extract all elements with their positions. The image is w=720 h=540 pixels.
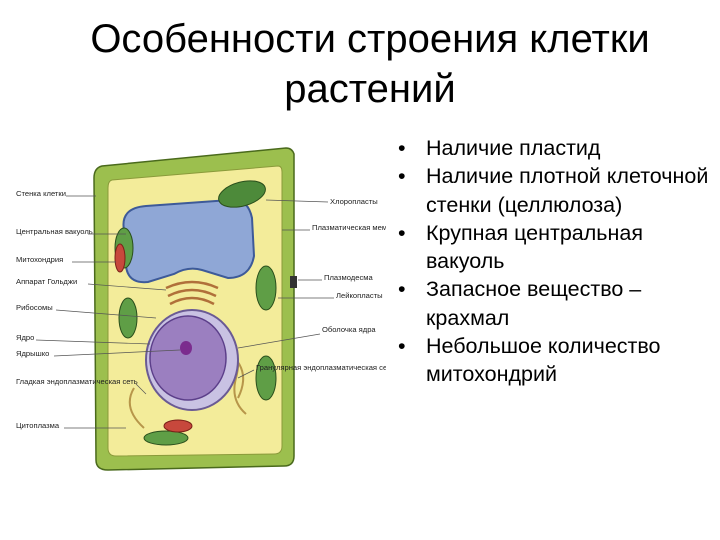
list-item-text: Крупная центральная вакуоль	[426, 220, 643, 274]
chloroplast	[218, 180, 266, 208]
label-mitochondrion: Митохондрия	[16, 255, 63, 264]
list-item-text: Небольшое количество митохондрий	[426, 334, 661, 387]
list-item-text: Наличие плотной клеточной стенки (целлюл…	[426, 164, 709, 217]
nucleolus	[180, 341, 192, 355]
list-item: • Крупная центральная вакуоль	[392, 219, 712, 276]
chloroplast	[255, 355, 277, 401]
bullet-icon: •	[398, 334, 406, 359]
chloroplast	[143, 430, 189, 446]
label-leucoplasts: Лейкопласты	[336, 291, 383, 300]
list-item: • Наличие плотной клеточной стенки (целлю…	[392, 162, 712, 219]
list-item-text: Наличие пластид	[426, 136, 601, 160]
list-item: • Небольшое количество митохондрий	[392, 332, 712, 389]
bullet-icon: •	[398, 164, 406, 189]
mitochondrion	[114, 243, 126, 273]
bullet-icon: •	[398, 136, 406, 160]
labels-left: Стенка клетки Центральная вакуоль Митохо…	[16, 189, 181, 430]
list-item-text: Запасное вещество – крахмал	[426, 277, 642, 330]
label-cytoplasm: Цитоплазма	[16, 421, 60, 430]
label-nucleolus: Ядрышко	[16, 349, 49, 358]
plasmodesma	[290, 276, 297, 288]
plant-cell-diagram: Стенка клетки Центральная вакуоль Митохо…	[16, 138, 386, 474]
feature-list: • Наличие пластид • Наличие плотной клеточ…	[392, 134, 712, 389]
label-chloroplasts: Хлоропласты	[330, 197, 378, 206]
label-nucleus: Ядро	[16, 333, 34, 342]
nucleus	[149, 315, 227, 401]
golgi-apparatus	[165, 280, 219, 306]
label-plasma-membrane: Плазматическая мембрана	[312, 223, 386, 232]
label-smooth-er: Гладкая эндоплазматическая сеть	[16, 377, 138, 386]
labels-right: Хлоропласты Плазматическая мембрана Плаз…	[237, 197, 386, 379]
label-cell-wall: Стенка клетки	[16, 189, 66, 198]
chloroplast	[255, 265, 277, 311]
list-item: • Запасное вещество – крахмал	[392, 275, 712, 332]
mitochondrion	[163, 419, 193, 433]
slide-title: Особенности строения клетки растений	[90, 17, 650, 111]
label-rough-er: Гранулярная эндоплазматическая сеть	[256, 363, 386, 372]
bullet-icon: •	[398, 220, 406, 245]
chloroplast	[118, 297, 138, 339]
label-golgi-apparatus: Аппарат Гольджи	[16, 277, 77, 286]
list-item: • Наличие пластид	[392, 134, 712, 162]
label-central-vacuole: Центральная вакуоль	[16, 227, 93, 236]
label-plasmodesma: Плазмодесма	[324, 273, 373, 282]
central-vacuole	[122, 198, 256, 284]
label-ribosomes: Рибосомы	[16, 303, 53, 312]
bullet-icon: •	[398, 277, 406, 302]
label-nuclear-envelope: Оболочка ядра	[322, 325, 376, 334]
